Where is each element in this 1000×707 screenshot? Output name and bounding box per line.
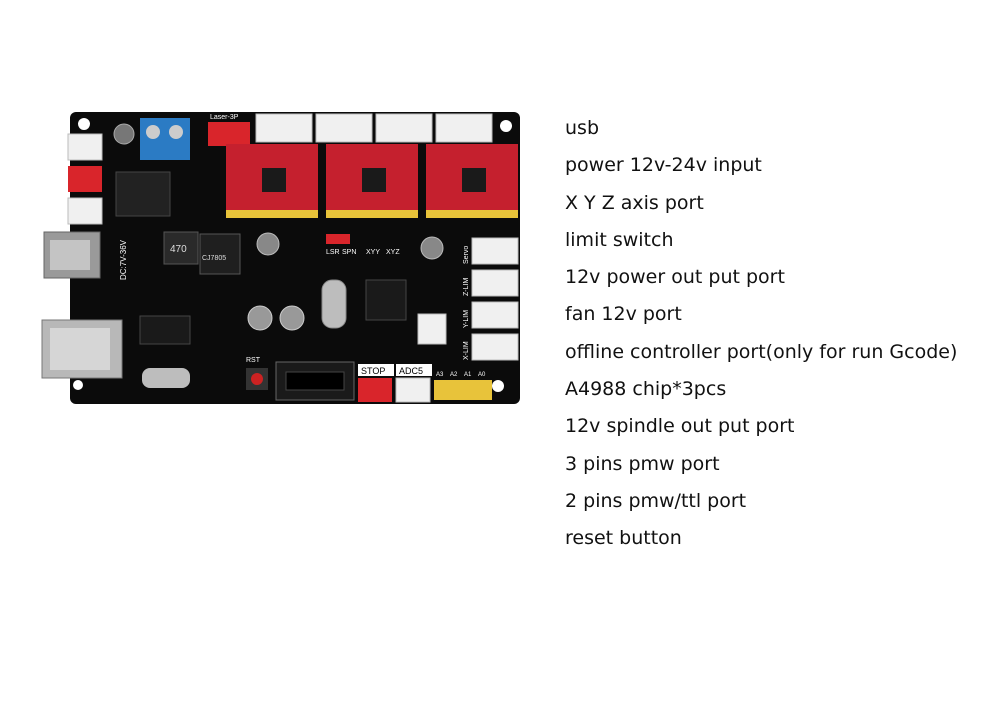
feature-item: 2 pins pmw/ttl port <box>565 489 747 512</box>
feature-item: fan 12v port <box>565 303 682 326</box>
mount-hole <box>500 120 512 132</box>
fan-connector <box>417 313 447 345</box>
reset-button-cap <box>251 373 263 385</box>
regulator <box>199 233 241 275</box>
offline-controller-slot <box>285 371 345 391</box>
lsr-label: LSR <box>326 249 340 256</box>
capacitor <box>256 232 280 256</box>
feature-item: usb <box>565 117 600 139</box>
xlim-label: X-LIM <box>463 341 470 360</box>
feature-item: offline controller port(only for run Gco… <box>565 340 958 363</box>
right-connector <box>471 237 519 265</box>
controller-board-image: Laser-3P 470 CJ7805 DC:7V-36V LSR SPN XY… <box>40 110 522 406</box>
controller-board: Laser-3P 470 CJ7805 DC:7V-36V LSR SPN XY… <box>41 112 520 404</box>
top-connector <box>255 113 313 143</box>
crystal <box>321 279 347 329</box>
terminal-screw <box>146 125 160 139</box>
a-pin-label: A0 <box>478 372 486 378</box>
lsr-pins <box>326 234 350 244</box>
feature-item: power 12v-24v input <box>565 154 762 177</box>
capacitor <box>113 123 135 145</box>
right-connector <box>471 269 519 297</box>
left-connector-white <box>67 197 103 225</box>
laser-label: Laser-3P <box>210 114 239 121</box>
servo-label: Servo <box>463 246 470 264</box>
mcu-chip <box>365 279 407 321</box>
crystal-small <box>142 368 190 388</box>
laser-connector <box>208 122 250 146</box>
blue-terminal-block <box>140 118 190 160</box>
mount-hole <box>78 118 90 130</box>
feature-list: usb power 12v-24v input X Y Z axis port … <box>565 114 957 562</box>
stop-label-box <box>358 364 394 376</box>
regulator-label: CJ7805 <box>202 255 226 262</box>
xyy-label: XYY <box>366 249 380 256</box>
xyz-label: XYZ <box>386 249 400 256</box>
feature-item: A4988 chip*3pcs <box>565 378 727 401</box>
usb-chip <box>139 315 191 345</box>
top-connector <box>315 113 373 143</box>
mount-hole <box>73 380 83 390</box>
rst-label: RST <box>246 357 261 364</box>
stop-label: STOP <box>361 366 385 376</box>
adc-label: ADC5 <box>399 366 423 376</box>
inductor <box>163 231 199 265</box>
zlim-label: Z-LIM <box>463 278 470 296</box>
mount-hole <box>492 380 504 392</box>
feature-item: reset button <box>565 527 682 550</box>
feature-item: 12v spindle out put port <box>565 415 795 438</box>
a4988-driver <box>426 144 518 218</box>
stop-connector <box>358 378 392 402</box>
a-pin-label: A2 <box>450 372 458 378</box>
mosfet <box>115 171 171 217</box>
right-connector <box>471 333 519 361</box>
right-connector <box>471 301 519 329</box>
capacitor <box>247 305 273 331</box>
power-jack-inner <box>50 240 90 270</box>
capacitor <box>279 305 305 331</box>
usb-port-inner <box>50 328 110 370</box>
feature-item: X Y Z axis port <box>565 191 704 214</box>
terminal-screw <box>169 125 183 139</box>
ylim-label: Y-LIM <box>463 310 470 328</box>
a4988-driver <box>326 144 418 218</box>
a-pin-header <box>434 380 492 400</box>
power-label: DC:7V-36V <box>119 239 128 280</box>
adc-label-box <box>396 364 432 376</box>
feature-item: 12v power out put port <box>565 266 785 289</box>
top-connector <box>435 113 493 143</box>
adc-connector <box>395 377 431 403</box>
a-pin-label: A3 <box>436 372 444 378</box>
a4988-driver <box>226 144 318 218</box>
capacitor <box>420 236 444 260</box>
left-connector-red <box>68 166 102 192</box>
left-connector-white <box>67 133 103 161</box>
top-connector <box>375 113 433 143</box>
inductor-label: 470 <box>170 244 187 255</box>
feature-item: limit switch <box>565 228 674 251</box>
spn-label: SPN <box>342 249 356 256</box>
a-pin-label: A1 <box>464 372 472 378</box>
feature-item: 3 pins pmw port <box>565 452 720 475</box>
